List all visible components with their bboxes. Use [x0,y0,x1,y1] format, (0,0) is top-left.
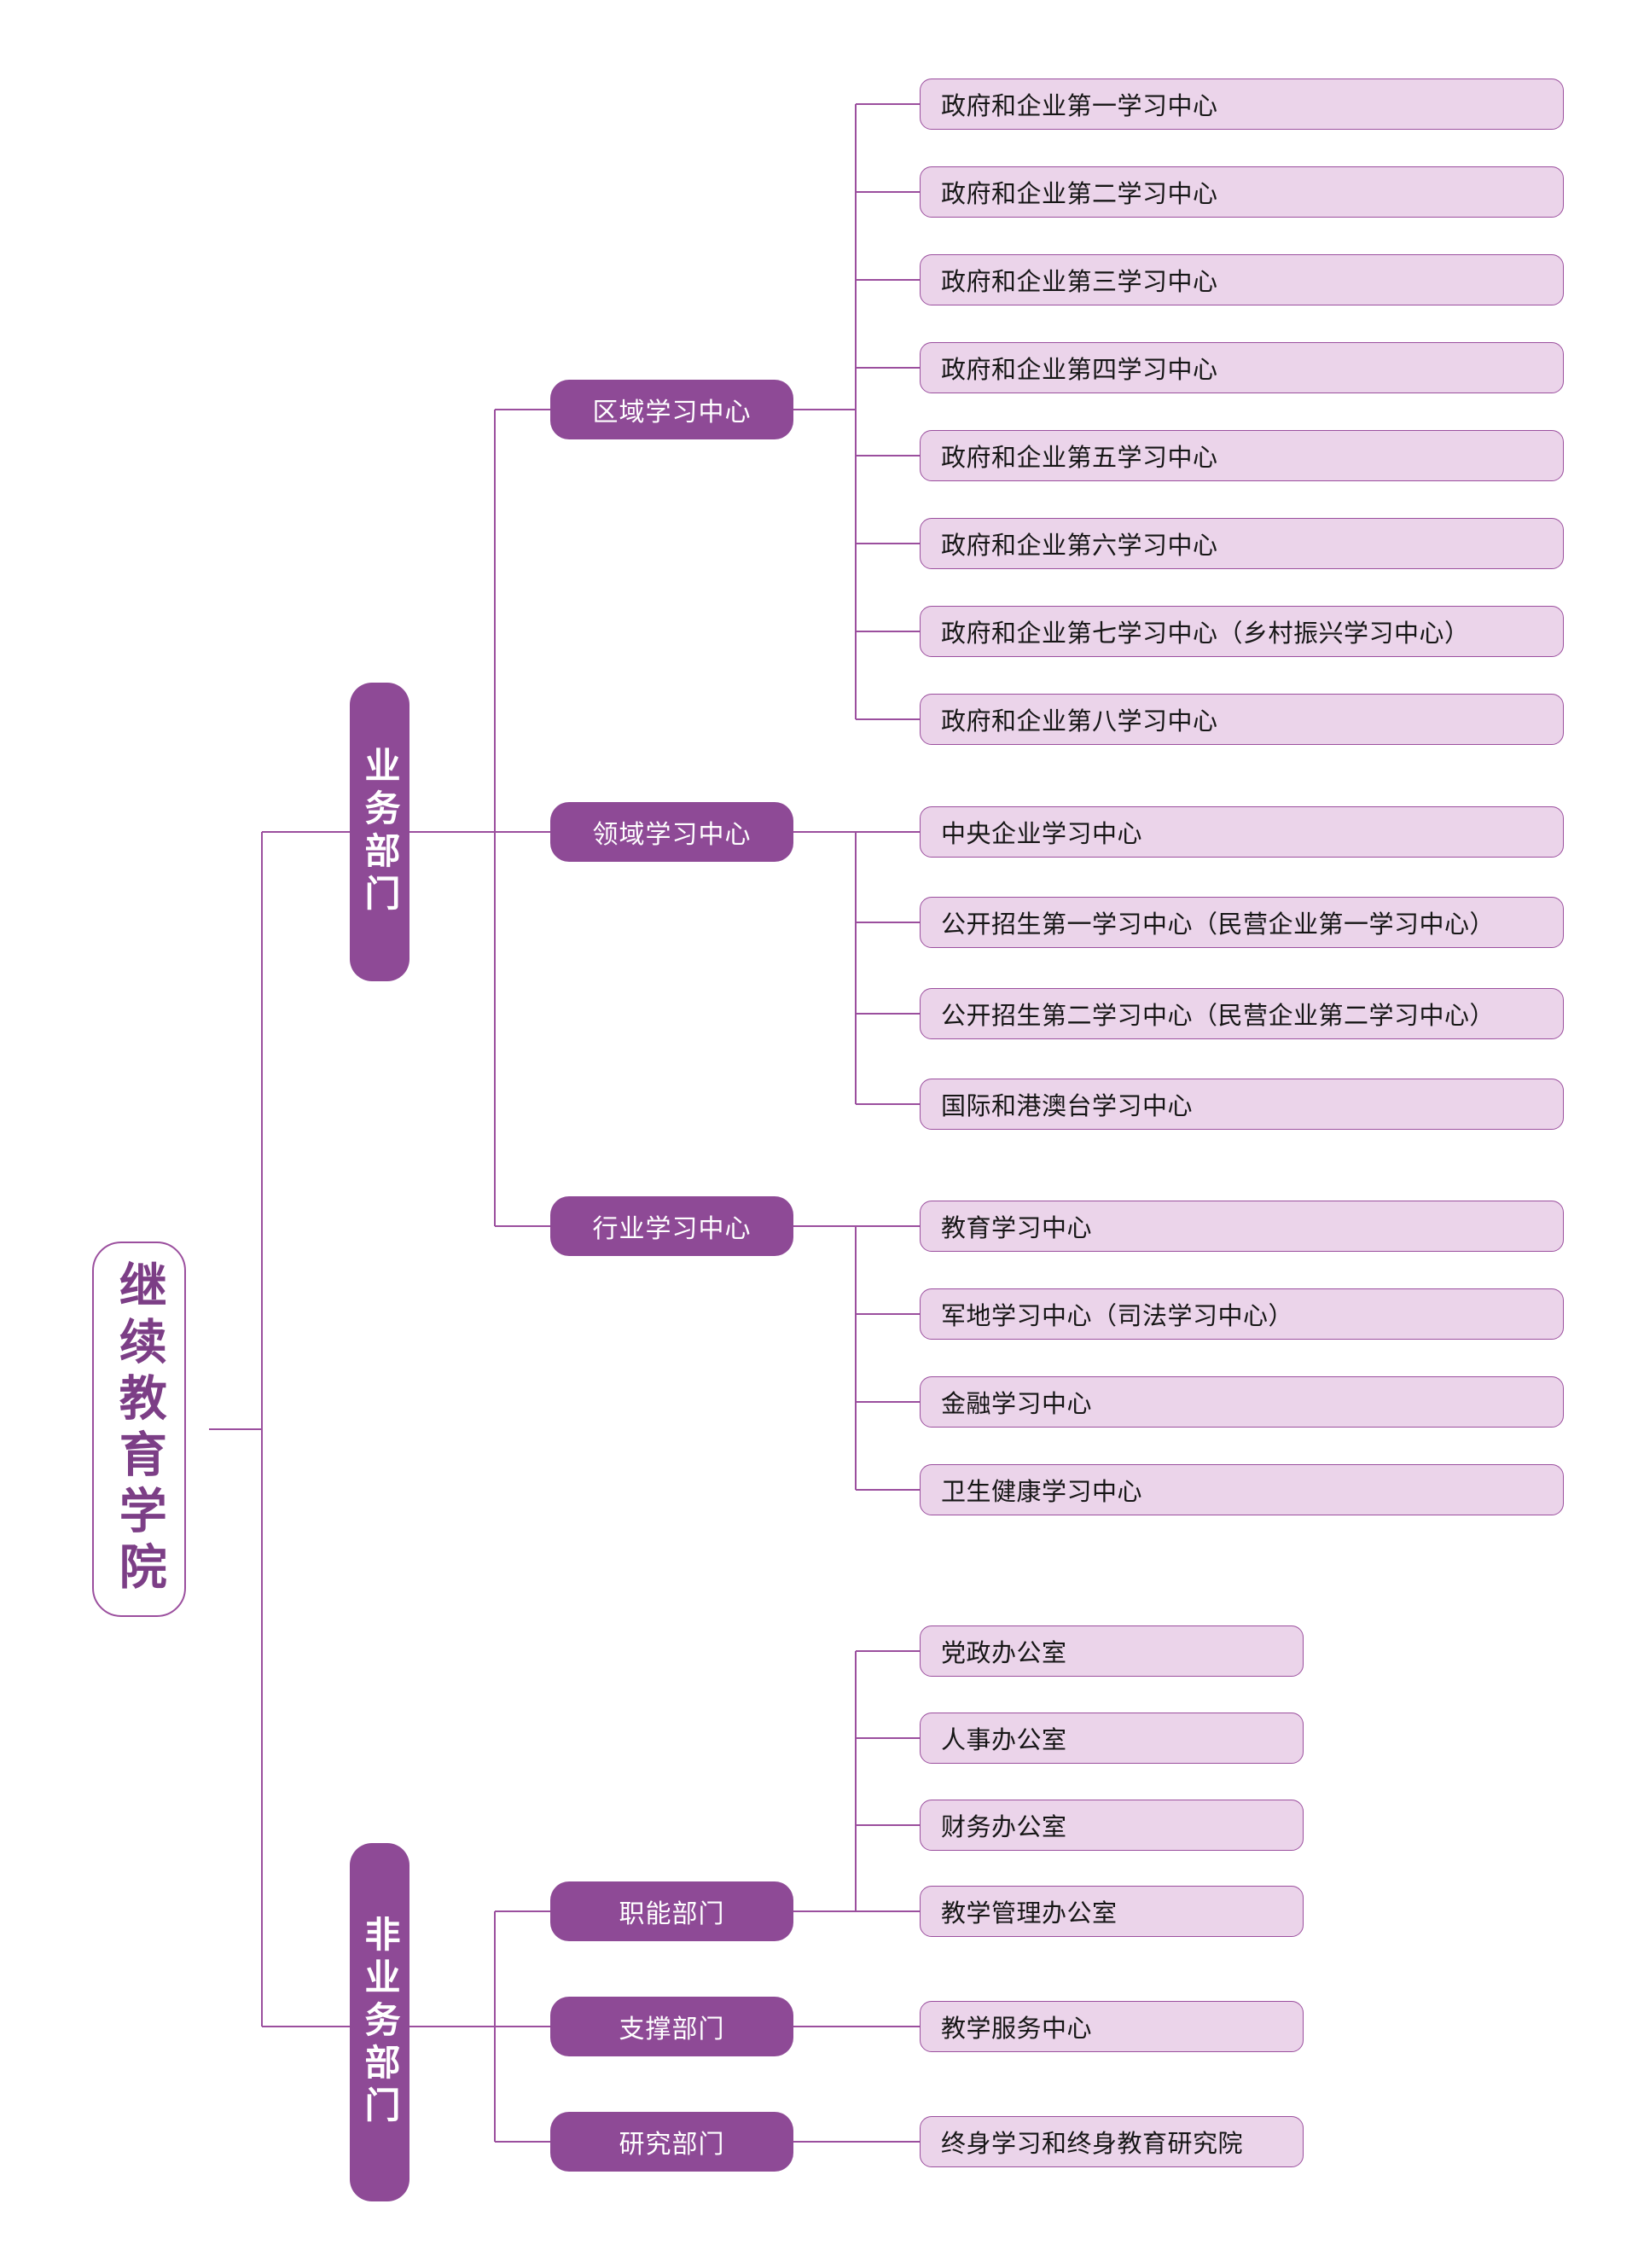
leaf-node-label: 中央企业学习中心 [941,821,1143,848]
leaf-node[interactable]: 中央企业学习中心 [920,806,1564,858]
leaf-node-label: 政府和企业第六学习中心 [941,532,1218,560]
leaf-node[interactable]: 政府和企业第一学习中心 [920,79,1564,130]
leaf-node-label: 政府和企业第四学习中心 [941,357,1218,384]
leaf-node-label: 财务办公室 [941,1814,1067,1841]
leaf-node[interactable]: 党政办公室 [920,1625,1304,1677]
leaf-node[interactable]: 财务办公室 [920,1800,1304,1851]
group-node-label: 支撑部门 [619,2015,725,2044]
leaf-node-label: 金融学习中心 [941,1391,1093,1418]
leaf-node-label: 政府和企业第八学习中心 [941,708,1218,736]
branch-node-business-department[interactable]: 业务部门 [350,683,410,981]
leaf-node[interactable]: 金融学习中心 [920,1376,1564,1428]
leaf-node-label: 教学管理办公室 [941,1900,1118,1928]
group-node-industry-learning-center[interactable]: 行业学习中心 [550,1196,793,1256]
leaf-node-label: 卫生健康学习中心 [941,1479,1143,1506]
leaf-node[interactable]: 政府和企业第七学习中心（乡村振兴学习中心） [920,606,1564,657]
leaf-node[interactable]: 政府和企业第五学习中心 [920,430,1564,481]
leaf-node[interactable]: 政府和企业第三学习中心 [920,254,1564,305]
leaf-node[interactable]: 政府和企业第四学习中心 [920,342,1564,393]
leaf-node[interactable]: 政府和企业第八学习中心 [920,694,1564,745]
leaf-node[interactable]: 公开招生第一学习中心（民营企业第一学习中心） [920,897,1564,948]
leaf-node-label: 国际和港澳台学习中心 [941,1093,1194,1120]
group-node-label: 领域学习中心 [592,821,752,849]
leaf-node[interactable]: 教育学习中心 [920,1201,1564,1252]
group-node-label: 研究部门 [619,2131,725,2159]
leaf-node-label: 军地学习中心（司法学习中心） [941,1303,1294,1330]
branch-node-label: 非业务部门 [360,1916,401,2129]
leaf-node-label: 终身学习和终身教育研究院 [941,2131,1244,2158]
leaf-node-label: 公开招生第一学习中心（民营企业第一学习中心） [941,911,1496,939]
group-node-research-department[interactable]: 研究部门 [550,2112,793,2172]
root-node-continuing-education-college[interactable]: 继续教育学院 [92,1242,186,1617]
leaf-node[interactable]: 政府和企业第六学习中心 [920,518,1564,569]
group-node-support-department[interactable]: 支撑部门 [550,1997,793,2056]
leaf-node[interactable]: 军地学习中心（司法学习中心） [920,1288,1564,1340]
leaf-node-label: 政府和企业第三学习中心 [941,269,1218,296]
leaf-node-label: 教学服务中心 [941,2015,1093,2043]
leaf-node[interactable]: 终身学习和终身教育研究院 [920,2116,1304,2167]
leaf-node[interactable]: 公开招生第二学习中心（民营企业第二学习中心） [920,988,1564,1039]
group-node-domain-learning-center[interactable]: 领域学习中心 [550,802,793,862]
leaf-node-label: 公开招生第二学习中心（民营企业第二学习中心） [941,1003,1496,1030]
group-node-label: 职能部门 [619,1900,725,1928]
group-node-regional-learning-center[interactable]: 区域学习中心 [550,380,793,439]
leaf-node[interactable]: 教学管理办公室 [920,1886,1304,1937]
group-node-label: 区域学习中心 [592,398,752,427]
group-node-label: 行业学习中心 [592,1215,752,1243]
leaf-node[interactable]: 政府和企业第二学习中心 [920,166,1564,218]
branch-node-label: 业务部门 [360,747,401,917]
leaf-node-label: 党政办公室 [941,1640,1067,1667]
leaf-node-label: 政府和企业第二学习中心 [941,181,1218,208]
leaf-node-label: 政府和企业第七学习中心（乡村振兴学习中心） [941,620,1470,648]
leaf-node[interactable]: 教学服务中心 [920,2001,1304,2052]
leaf-node-label: 政府和企业第五学习中心 [941,445,1218,472]
leaf-node-label: 政府和企业第一学习中心 [941,93,1218,120]
leaf-node[interactable]: 国际和港澳台学习中心 [920,1079,1564,1130]
group-node-functional-department[interactable]: 职能部门 [550,1881,793,1941]
root-node-label: 继续教育学院 [113,1260,167,1598]
leaf-node-label: 教育学习中心 [941,1215,1093,1242]
leaf-node[interactable]: 卫生健康学习中心 [920,1464,1564,1515]
leaf-node-label: 人事办公室 [941,1727,1067,1754]
branch-node-non-business-department[interactable]: 非业务部门 [350,1843,410,2201]
leaf-node[interactable]: 人事办公室 [920,1713,1304,1764]
